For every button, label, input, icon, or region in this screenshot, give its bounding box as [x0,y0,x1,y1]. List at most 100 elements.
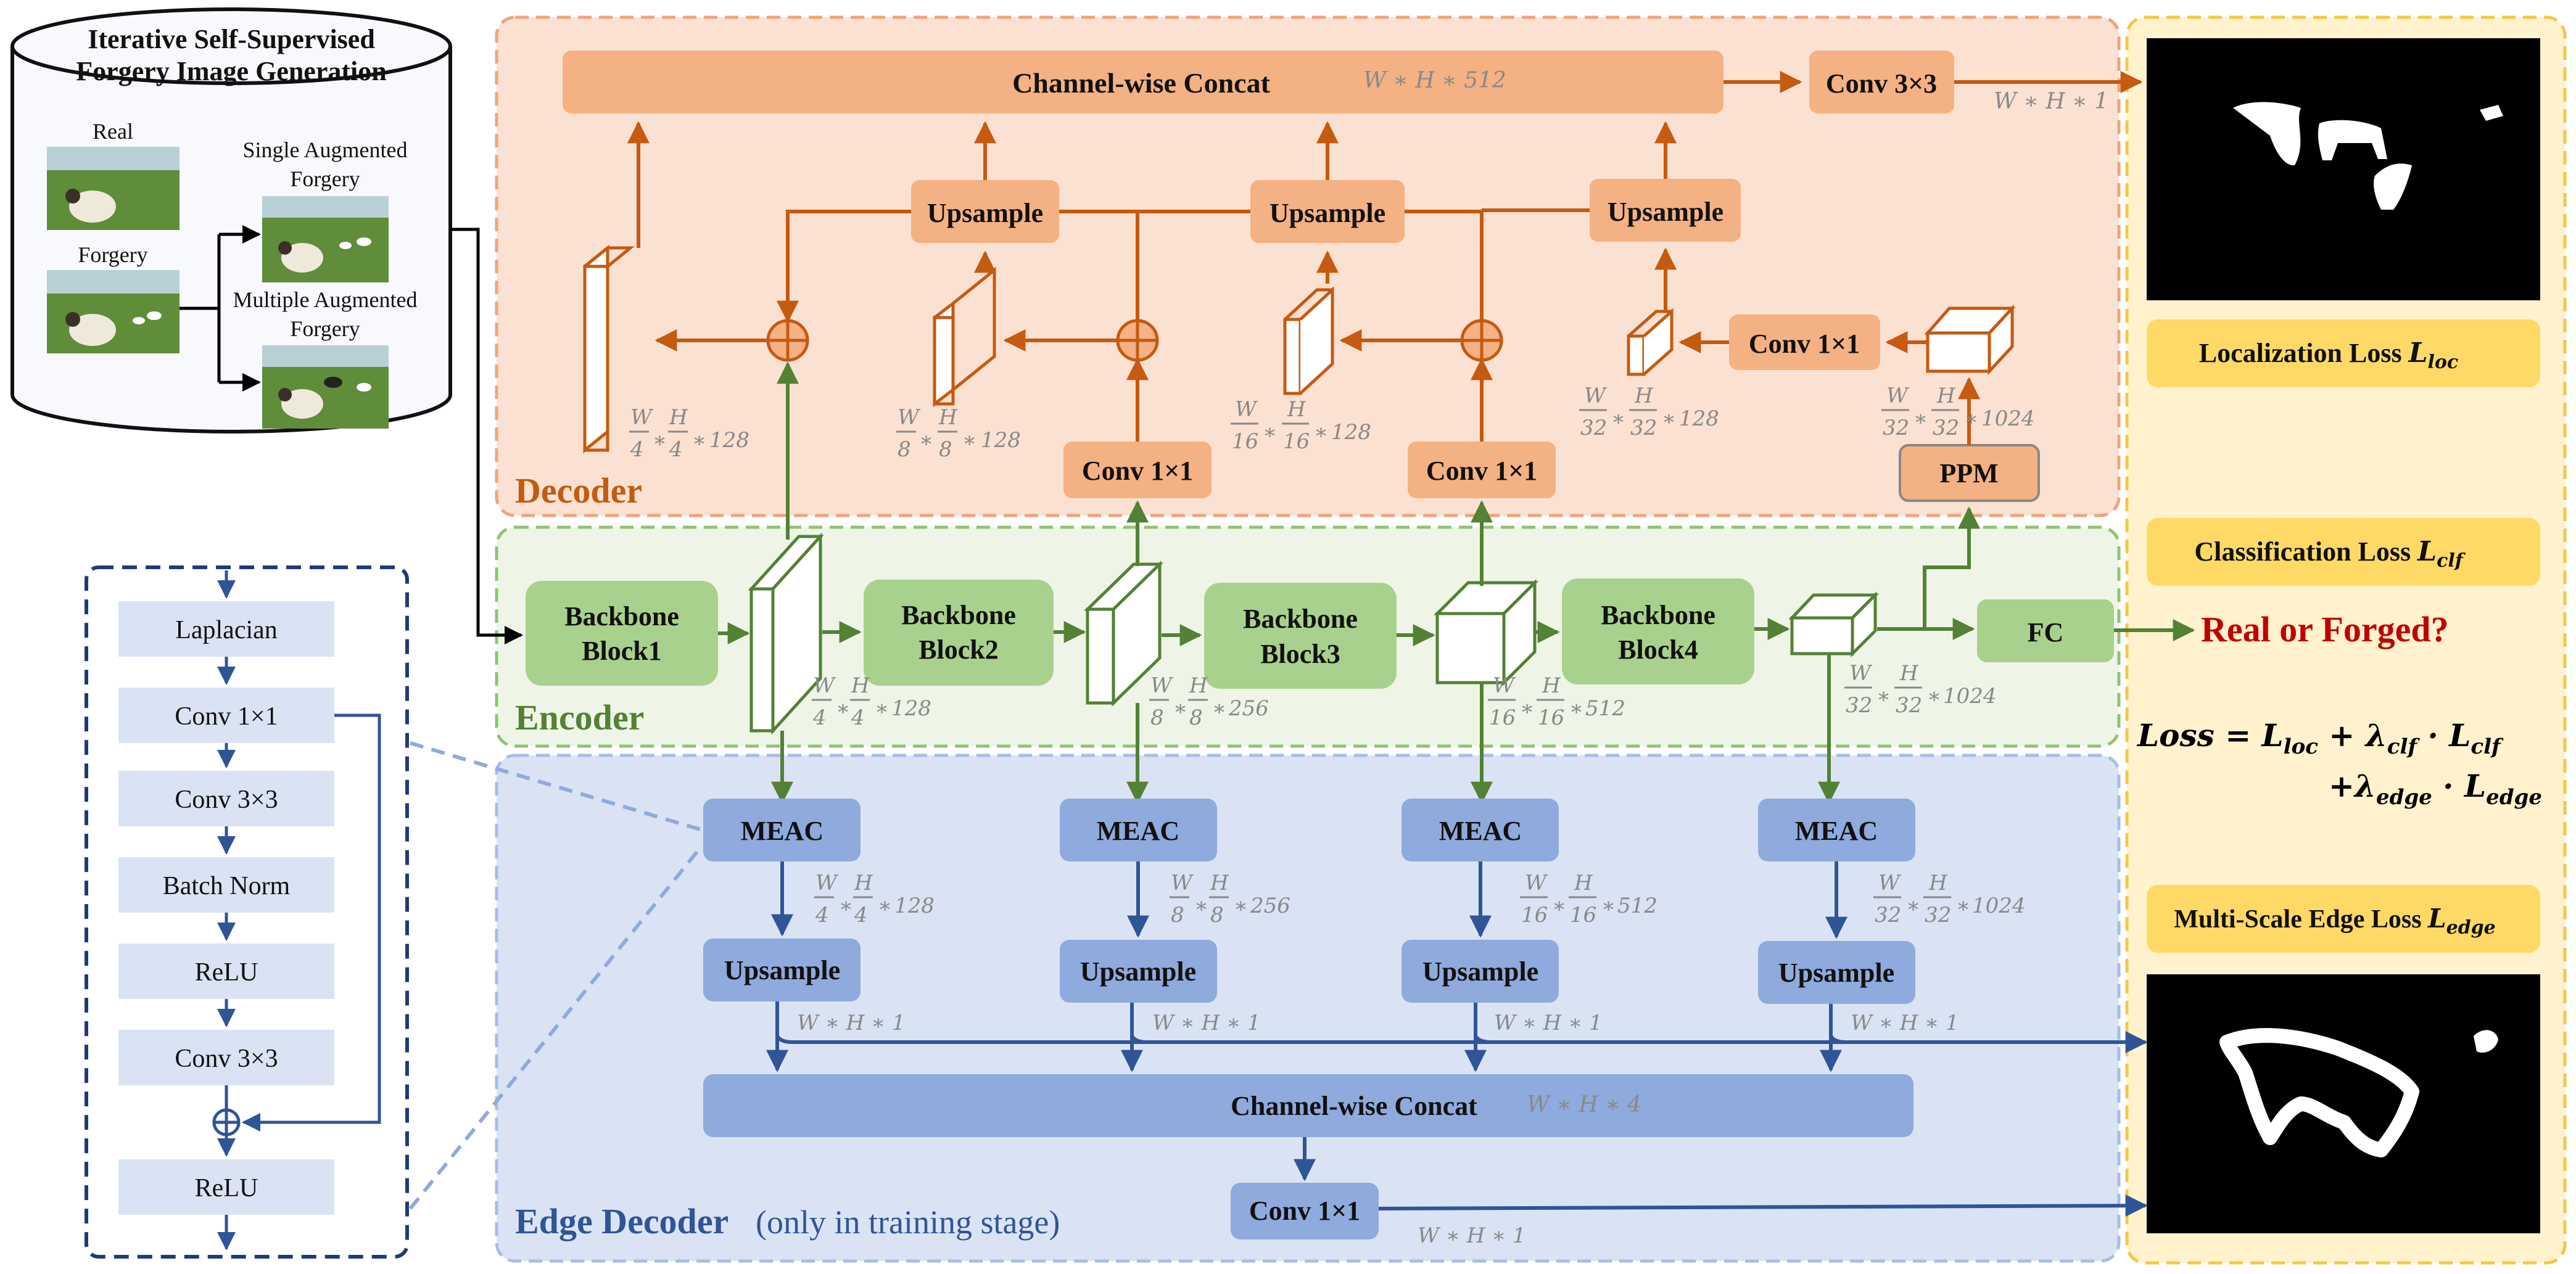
meac-box-2 [1060,799,1217,861]
decoder-dim-labels: W4 ∗ H4 ∗ W8 ∗ H8 ∗ W16 ∗ H16 ∗ W32 ∗ H3… [629,384,1978,462]
meac-label-1: MEAC [741,816,824,846]
edge-upsample-box-1 [703,939,861,1001]
loc-loss-box [2147,319,2540,387]
edge-loss-box [2147,885,2540,953]
svg-text:∗: ∗ [1913,406,1928,431]
edge-wh1-4: W ∗ H ∗ 1 [1851,1011,1959,1035]
svg-text:H: H [1542,673,1561,698]
edge-upsample-box-3 [1402,940,1559,1003]
encoder-dim-2: 256 [1228,696,1269,721]
edge-wh1-2: W ∗ H ∗ 1 [1152,1011,1261,1035]
meac-detail-boxes [118,601,334,1215]
forgery-image [47,270,180,353]
svg-text:∗: ∗ [653,428,667,453]
svg-text:∗: ∗ [1520,696,1534,721]
generation-title-2: Forgery Image Generation [76,56,386,86]
meac-step-batchnorm: Batch Norm [163,872,291,900]
svg-text:∗: ∗ [875,696,889,721]
encoder-feature-slab-2 [1083,561,1164,707]
edge-upsample-label-4: Upsample [1778,958,1894,988]
encoder-block-2 [864,580,1054,686]
svg-text:∗: ∗ [1234,894,1248,918]
encoder-block-1-line1: Backbone [564,601,679,631]
single-label-2: Forgery [290,166,360,191]
add-node-1 [766,319,809,362]
edge-conv1x1-box [1231,1183,1379,1239]
encoder-block-4 [1562,578,1754,684]
encoder-feature-cube-3 [1433,578,1539,687]
multiple-augmented-image [262,345,389,429]
decoder-title: Decoder [515,471,642,511]
decoder-feature-slab-2 [933,266,996,408]
svg-text:32: 32 [1630,416,1657,440]
svg-text:H: H [1210,871,1229,895]
svg-text:∗: ∗ [1314,420,1328,445]
real-label: Real [93,119,133,144]
meac-label-4: MEAC [1795,816,1878,846]
encoder-feature-slab-1 [748,532,824,735]
conv1x1-dec-label-2: Conv 1×1 [1426,456,1537,486]
conv1x1-dec-label-3: Conv 1×1 [1749,329,1860,359]
encoder-block-2-line2: Block2 [919,635,999,665]
ppm-label: PPM [1939,458,1998,488]
svg-text:∗: ∗ [919,428,933,453]
decoder-feature-cube-5 [1924,304,2016,376]
edge-loss-label: Multi-Scale Edge Loss Ledge [2174,903,2496,939]
encoder-block-2-line1: Backbone [901,600,1016,630]
svg-text:8: 8 [1171,903,1184,927]
upsample-box-3 [1590,179,1741,242]
decoder-feature-slab-3 [1283,286,1334,395]
decoder-dim-1: 128 [709,428,749,453]
decoder-conv3x3-dim: W ∗ H ∗ 1 [1994,89,2108,114]
svg-text:32: 32 [1933,416,1959,440]
svg-text:W: W [1878,871,1902,895]
svg-text:4: 4 [812,705,827,730]
meac-box-4 [1758,799,1915,861]
svg-text:4: 4 [815,903,829,927]
svg-text:H: H [1574,871,1593,895]
edge-concat-label: Channel-wise Concat [1231,1091,1477,1121]
svg-text:W: W [1849,661,1873,686]
meac-detail-arrows [217,570,381,1251]
multiple-label-1: Multiple Augmented [233,287,418,312]
edge-wh1-5: W ∗ H ∗ 1 [1418,1223,1526,1248]
edge-mask [2147,974,2540,1233]
svg-text:∗: ∗ [1876,684,1891,709]
add-node-2 [1116,319,1159,362]
decoder-dim-5: 1024 [1981,406,2035,431]
meac-zoom-lines [408,741,702,1210]
svg-text:∗: ∗ [1552,894,1566,918]
loc-loss-label: Localization Loss Lloc [2199,337,2458,373]
edge-conv1x1-label: Conv 1×1 [1249,1196,1360,1226]
svg-text:∗: ∗ [1927,684,1941,709]
decoder-concat-dim: W ∗ H ∗ 512 [1363,68,1506,93]
svg-text:∗: ∗ [1906,894,1920,918]
encoder-block-4-line2: Block4 [1618,635,1698,665]
meac-step-relu-a: ReLU [195,958,258,987]
svg-text:∗: ∗ [839,894,853,918]
svg-text:W: W [1525,871,1548,895]
svg-text:∗: ∗ [1173,696,1187,721]
decoder-region [495,15,2121,517]
svg-text:H: H [854,871,873,895]
svg-text:W: W [630,405,654,430]
meac-step-laplacian: Laplacian [175,616,278,644]
svg-text:8: 8 [1189,705,1203,730]
decoder-concat-box [563,51,1724,113]
edge-wh1-3: W ∗ H ∗ 1 [1494,1011,1603,1035]
svg-text:16: 16 [1489,705,1516,730]
svg-text:∗: ∗ [836,696,850,721]
edge-upsample-box-4 [1758,941,1915,1004]
multiple-label-2: Forgery [290,316,360,341]
svg-text:W: W [1150,673,1174,698]
edge-wh1-1: W ∗ H ∗ 1 [797,1011,906,1035]
total-loss-formula-2: +λedge · Ledge [2329,768,2542,810]
decoder-arrows [627,71,2143,445]
svg-text:16: 16 [1232,429,1258,454]
svg-text:∗: ∗ [1601,894,1616,918]
edge-concat-box [703,1074,1913,1137]
svg-text:8: 8 [1150,705,1164,730]
single-label-1: Single Augmented [243,138,408,162]
meac-step-conv3x3-a: Conv 3×3 [175,786,278,814]
